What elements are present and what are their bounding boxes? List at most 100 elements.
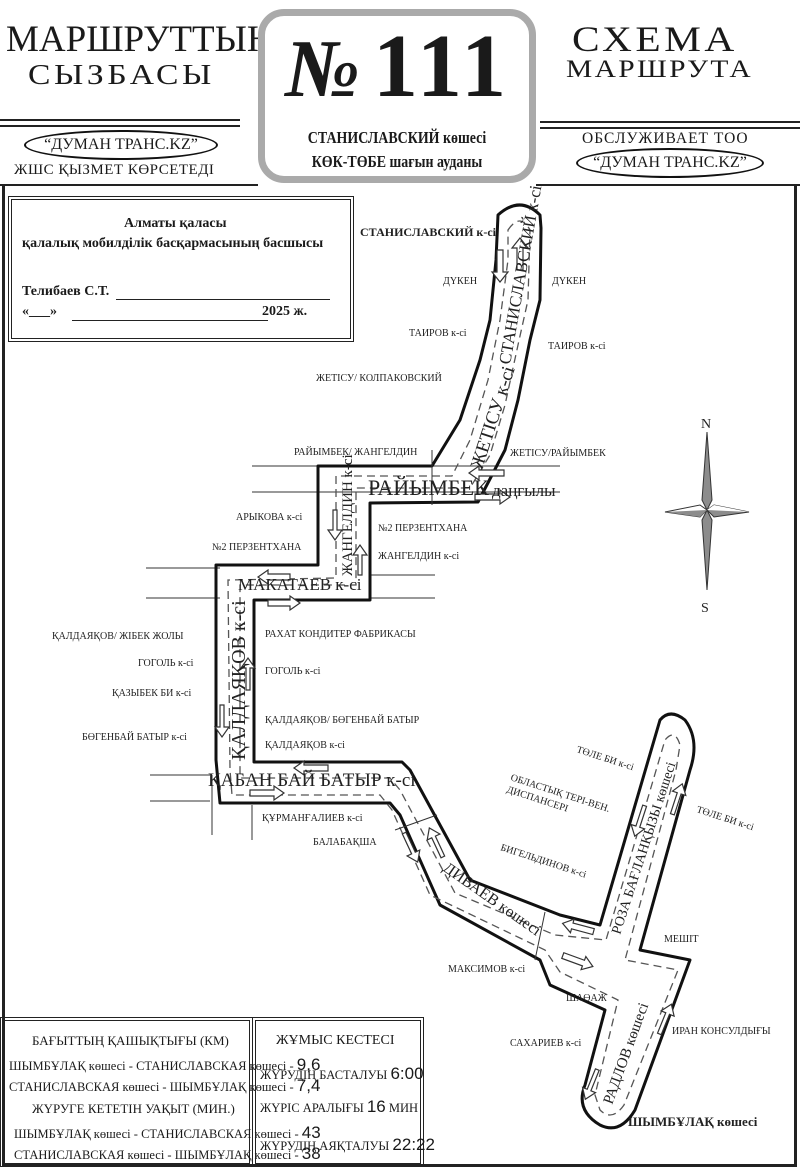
schedule-start-row: ЖҮРУДІҢ БАСТАЛУЫ 6:00 bbox=[260, 1064, 424, 1084]
header-rule-right-bottom bbox=[536, 184, 800, 186]
route-corridor-outline bbox=[214, 203, 696, 1130]
travel-time-row: СТАНИСЛАВСКАЯ көшесі - ШЫМБҰЛАҚ көшесі -… bbox=[14, 1144, 321, 1163]
approval-city: Алматы қаласы bbox=[124, 216, 227, 231]
header-rule-right bbox=[540, 121, 800, 123]
arrow-down-icon bbox=[490, 249, 510, 283]
arrow-right-icon bbox=[474, 488, 512, 506]
schedule-start-label: ЖҮРУДІҢ БАСТАЛУЫ bbox=[260, 1068, 388, 1082]
route-terminal-1: СТАНИСЛАВСКИЙ көшесі bbox=[307, 128, 487, 147]
arrow-down-icon bbox=[401, 831, 421, 864]
travel-to: ШЫМБҰЛАҚ көшесі bbox=[174, 1148, 292, 1162]
arrow-up-icon bbox=[426, 826, 446, 859]
stop-label: №2 ПЕРЗЕНТХАНА bbox=[212, 542, 302, 553]
stop-label: МЕШІТ bbox=[664, 934, 699, 945]
arrow-up-icon bbox=[510, 237, 530, 271]
distance-time-panel: БАҒЫТТЫҢ ҚАШЫҚТЫҒЫ (КМ) ШЫМБҰЛАҚ көшесі … bbox=[0, 1017, 321, 1167]
schedule-interval-value: 16 bbox=[366, 1097, 386, 1116]
street-label-kabanbay: ҚАБАН БАЙ БАТЫР к-сі bbox=[208, 770, 416, 791]
title-kz-line2: СЫЗБАСЫ bbox=[28, 60, 215, 91]
stop-label: АРЫКОВА к-сі bbox=[236, 512, 303, 523]
compass-north-label: N bbox=[701, 417, 711, 432]
stop-label: ДҮКЕН bbox=[552, 276, 586, 287]
stop-label: ҚАЗЫБЕК БИ к-сі bbox=[112, 688, 191, 699]
approval-year: 2025 ж. bbox=[262, 304, 308, 319]
number-sign: № bbox=[285, 23, 361, 114]
stop-label: БАЛАБАҚША bbox=[313, 837, 377, 848]
distance-value: 7,4 bbox=[296, 1076, 321, 1095]
travel-value: 38 bbox=[301, 1144, 321, 1163]
stop-label: ГОГОЛЬ к-сі bbox=[265, 666, 321, 677]
pointer-lines bbox=[394, 450, 546, 961]
arrow-down-icon bbox=[326, 509, 344, 542]
stop-label: ТАИРОВ к-сі bbox=[548, 341, 606, 352]
arrow-down-icon bbox=[630, 804, 648, 838]
arrow-up-icon bbox=[656, 1003, 675, 1036]
distance-row: ШЫМБҰЛАҚ көшесі - СТАНИСЛАВСКАЯ көшесі -… bbox=[9, 1055, 321, 1074]
schedule-end-row: ЖҮРУДІҢ АЯҚТАЛУЫ 22:22 bbox=[260, 1135, 435, 1155]
approval-date-prefix: «___» bbox=[22, 304, 57, 319]
stop-label: САХАРИЕВ к-сі bbox=[510, 1038, 582, 1049]
travel-value: 43 bbox=[301, 1123, 321, 1142]
distance-to: СТАНИСЛАВСКАЯ көшесі bbox=[136, 1059, 287, 1073]
distance-value: 9,6 bbox=[296, 1055, 321, 1074]
compass-south-label: S bbox=[701, 601, 709, 616]
street-label-zhangeldin: ЖАНГЕЛДИН к-сі bbox=[340, 454, 356, 576]
arrow-right-icon bbox=[249, 784, 286, 802]
operator-oval-right: “ДУМАН ТРАНС.KZ” bbox=[576, 148, 764, 178]
approval-signatory: Телибаев С.Т. bbox=[22, 284, 110, 299]
stop-label: БӨГЕНБАЙ БАТЫР к-сі bbox=[82, 731, 187, 743]
operator-name-left: “ДУМАН ТРАНС.KZ” bbox=[44, 136, 198, 153]
arrow-up-icon bbox=[669, 782, 687, 816]
distance-row: СТАНИСЛАВСКАЯ көшесі - ШЫМБҰЛАҚ көшесі -… bbox=[9, 1076, 321, 1095]
arrow-left-icon bbox=[561, 918, 596, 936]
arrow-left-icon bbox=[256, 568, 291, 586]
street-label-kaldayakov: ҚАЛДАЯҚОВ к-сі bbox=[228, 600, 250, 760]
title-kz-line1: МАРШРУТТЫҢ bbox=[6, 19, 274, 60]
stop-label: ШАӨАЖ bbox=[566, 993, 607, 1004]
arrow-left-icon bbox=[467, 464, 505, 482]
street-label-divaev: ДИВАЕВ көшесі bbox=[440, 859, 545, 939]
stop-label-terminal: ШЫМБҰЛАҚ көшесі bbox=[628, 1114, 758, 1129]
stop-label: №2 ПЕРЗЕНТХАНА bbox=[378, 523, 468, 534]
header-rule-left-2 bbox=[0, 125, 240, 127]
distance-from: ШЫМБҰЛАҚ көшесі bbox=[9, 1059, 126, 1073]
arrow-left-icon bbox=[292, 759, 329, 777]
arrow-down-icon bbox=[581, 1068, 600, 1101]
operator-caption-kz: ЖШС ҚЫЗМЕТ КӨРСЕТЕДІ bbox=[14, 162, 215, 178]
stop-label: ҚАЛДАЯҚОВ/ БӨГЕНБАЙ БАТЫР bbox=[265, 714, 420, 726]
stop-label: ҚАЛДАЯҚОВ/ ЖІБЕК ЖОЛЫ bbox=[52, 631, 184, 642]
stop-label: ТӨЛЕ БИ к-сі bbox=[695, 804, 755, 833]
operator-oval-left: “ДУМАН ТРАНС.KZ” bbox=[24, 130, 218, 160]
schedule-end-label: ЖҮРУДІҢ АЯҚТАЛУЫ bbox=[260, 1139, 390, 1153]
distance-title: БАҒЫТТЫҢ ҚАШЫҚТЫҒЫ (КМ) bbox=[32, 1033, 229, 1048]
header-rule-left bbox=[0, 119, 240, 121]
direction-arrows bbox=[213, 237, 687, 1101]
signature-line bbox=[116, 299, 330, 300]
stop-label: РАЙЫМБЕК/ ЖАНГЕЛДИН bbox=[294, 446, 417, 458]
stop-label: ҚАЛДАЯҚОВ к-сі bbox=[265, 740, 345, 751]
distance-to: ШЫМБҰЛАҚ көшесі bbox=[169, 1080, 287, 1094]
stop-label: ГОГОЛЬ к-сі bbox=[138, 658, 194, 669]
header-rule-left-bottom bbox=[0, 184, 258, 186]
schedule-interval-unit: МИН bbox=[388, 1101, 419, 1115]
stop-label: ТАИРОВ к-сі bbox=[409, 328, 467, 339]
stop-label: ИРАН КОНСУЛДЫҒЫ bbox=[672, 1026, 771, 1037]
stop-label: СТАНИСЛАВСКИЙ к-сі bbox=[360, 225, 497, 239]
header-rule-right-2 bbox=[540, 127, 800, 129]
route-number: 111 bbox=[373, 17, 511, 116]
stop-label: ҚҰРМАНҒАЛИЕВ к-сі bbox=[262, 813, 363, 824]
schedule-end-value: 22:22 bbox=[392, 1135, 435, 1154]
operator-name-right: “ДУМАН ТРАНС.KZ” bbox=[593, 154, 747, 171]
arrow-up-icon bbox=[239, 656, 257, 691]
arrow-right-icon bbox=[267, 594, 302, 612]
stop-label: РАХАТ КОНДИТЕР ФАБРИКАСЫ bbox=[265, 629, 416, 640]
street-label-raiymbek-suffix: даңғылы bbox=[492, 481, 556, 500]
compass-rose-icon: N S bbox=[664, 417, 750, 616]
route-terminal-2: КӨК-ТӨБЕ шағын ауданы bbox=[311, 152, 483, 171]
route-number-box: № 111 СТАНИСЛАВСКИЙ көшесі КӨК-ТӨБЕ шағы… bbox=[258, 9, 536, 183]
street-label-radlov: РАДЛОВ көшесі bbox=[601, 1001, 652, 1107]
pointer-line bbox=[534, 911, 546, 961]
stop-label: МАКСИМОВ к-сі bbox=[448, 964, 525, 975]
travel-time-title: ЖҮРУГЕ КЕТЕТІН УАҚЫТ (МИН.) bbox=[32, 1101, 235, 1116]
